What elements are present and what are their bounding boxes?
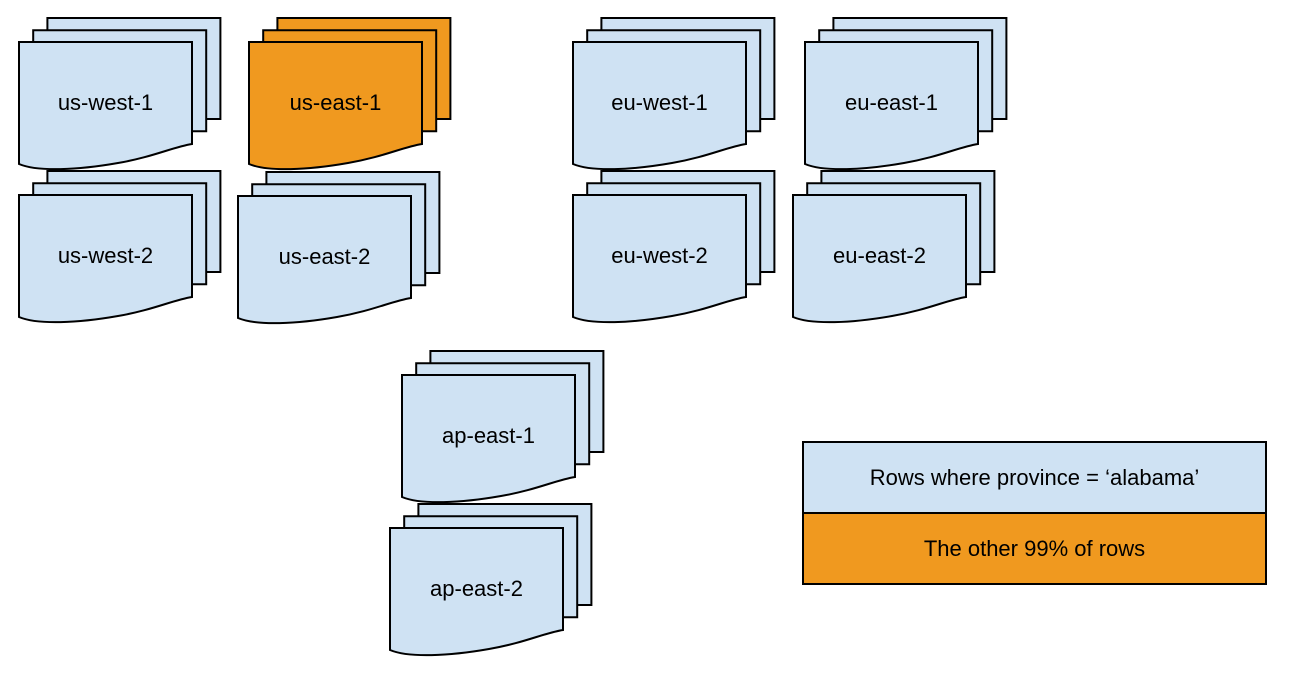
document-stack-shape [248,17,452,171]
document-stack-us-east-1: us-east-1 [248,16,453,174]
document-stack-shape [572,17,776,171]
document-stack-shape [237,171,441,325]
document-stack-shape [572,170,776,324]
document-stack-eu-east-2: eu-east-2 [792,169,997,327]
document-stack-shape [389,503,593,657]
document-stack-shape [401,350,605,504]
document-stack-eu-west-1: eu-west-1 [572,16,777,174]
document-stack-shape [18,17,222,171]
document-stack-shape [804,17,1008,171]
document-stack-us-west-1: us-west-1 [18,16,223,174]
document-stack-eu-west-2: eu-west-2 [572,169,777,327]
document-stack-ap-east-1: ap-east-1 [401,349,606,507]
legend-item-other-rows: The other 99% of rows [804,512,1265,583]
document-stack-eu-east-1: eu-east-1 [804,16,1009,174]
document-stack-us-east-2: us-east-2 [237,170,442,328]
legend-item-alabama-rows: Rows where province = ‘alabama’ [804,443,1265,512]
legend-item-label: Rows where province = ‘alabama’ [869,464,1200,490]
legend: Rows where province = ‘alabama’ The othe… [802,441,1267,585]
document-stack-us-west-2: us-west-2 [18,169,223,327]
document-stack-shape [18,170,222,324]
document-stack-ap-east-2: ap-east-2 [389,502,594,660]
document-stack-shape [792,170,996,324]
legend-item-label: The other 99% of rows [923,535,1146,561]
